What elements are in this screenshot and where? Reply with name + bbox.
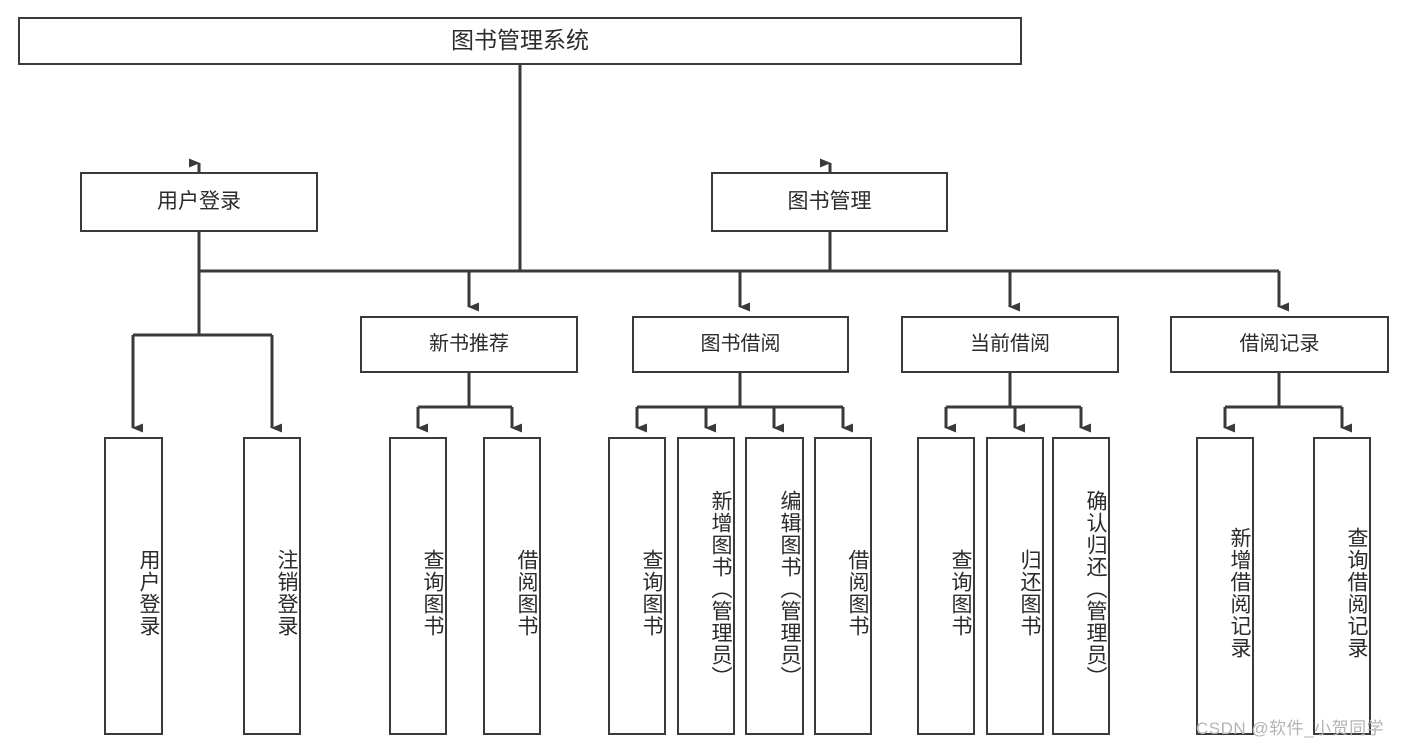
node-leaf-confirm-return-label: 确认归还（管理员） xyxy=(1084,490,1107,688)
node-leaf-query-record-label: 查询借阅记录 xyxy=(1345,527,1368,659)
node-leaf-query-book-3[interactable]: 查询图书 xyxy=(917,437,975,735)
node-leaf-logout[interactable]: 注销登录 xyxy=(243,437,301,735)
node-leaf-borrow-book-1[interactable]: 借阅图书 xyxy=(483,437,541,735)
watermark: CSDN @软件_小贺同学 xyxy=(1196,719,1385,738)
node-new-book-rec-label: 新书推荐 xyxy=(429,332,509,355)
node-leaf-confirm-return[interactable]: 确认归还（管理员） xyxy=(1052,437,1110,735)
node-leaf-borrow-book-2[interactable]: 借阅图书 xyxy=(814,437,872,735)
node-leaf-add-book-label: 新增图书（管理员） xyxy=(709,490,732,688)
node-user-login[interactable]: 用户登录 xyxy=(80,172,318,232)
node-leaf-query-book-1[interactable]: 查询图书 xyxy=(389,437,447,735)
node-leaf-query-book-2-label: 查询图书 xyxy=(640,549,663,637)
node-leaf-add-record[interactable]: 新增借阅记录 xyxy=(1196,437,1254,735)
node-user-login-label: 用户登录 xyxy=(157,189,241,213)
node-leaf-query-record[interactable]: 查询借阅记录 xyxy=(1313,437,1371,735)
node-leaf-return-book[interactable]: 归还图书 xyxy=(986,437,1044,735)
node-leaf-user-login-label: 用户登录 xyxy=(137,549,160,637)
node-root[interactable]: 图书管理系统 xyxy=(18,17,1022,65)
node-leaf-borrow-book-1-label: 借阅图书 xyxy=(515,549,538,637)
node-new-book-rec[interactable]: 新书推荐 xyxy=(360,316,578,373)
node-leaf-return-book-label: 归还图书 xyxy=(1018,549,1041,637)
node-leaf-edit-book[interactable]: 编辑图书（管理员） xyxy=(745,437,804,735)
node-leaf-add-record-label: 新增借阅记录 xyxy=(1228,527,1251,659)
node-root-label: 图书管理系统 xyxy=(451,27,589,54)
node-leaf-edit-book-label: 编辑图书（管理员） xyxy=(778,490,801,688)
node-leaf-borrow-book-2-label: 借阅图书 xyxy=(846,549,869,637)
node-leaf-add-book[interactable]: 新增图书（管理员） xyxy=(677,437,735,735)
node-book-mgmt-label: 图书管理 xyxy=(787,189,872,213)
node-leaf-query-book-3-label: 查询图书 xyxy=(949,549,972,637)
node-leaf-query-book-2[interactable]: 查询图书 xyxy=(608,437,666,735)
node-borrow-record[interactable]: 借阅记录 xyxy=(1170,316,1389,373)
node-leaf-logout-label: 注销登录 xyxy=(275,549,298,637)
node-current-borrow[interactable]: 当前借阅 xyxy=(901,316,1119,373)
node-book-borrow-label: 图书借阅 xyxy=(700,332,781,355)
node-book-borrow[interactable]: 图书借阅 xyxy=(632,316,849,373)
node-leaf-user-login[interactable]: 用户登录 xyxy=(104,437,163,735)
node-leaf-query-book-1-label: 查询图书 xyxy=(421,549,444,637)
node-borrow-record-label: 借阅记录 xyxy=(1239,332,1320,355)
node-current-borrow-label: 当前借阅 xyxy=(970,332,1050,355)
node-book-mgmt[interactable]: 图书管理 xyxy=(711,172,948,232)
